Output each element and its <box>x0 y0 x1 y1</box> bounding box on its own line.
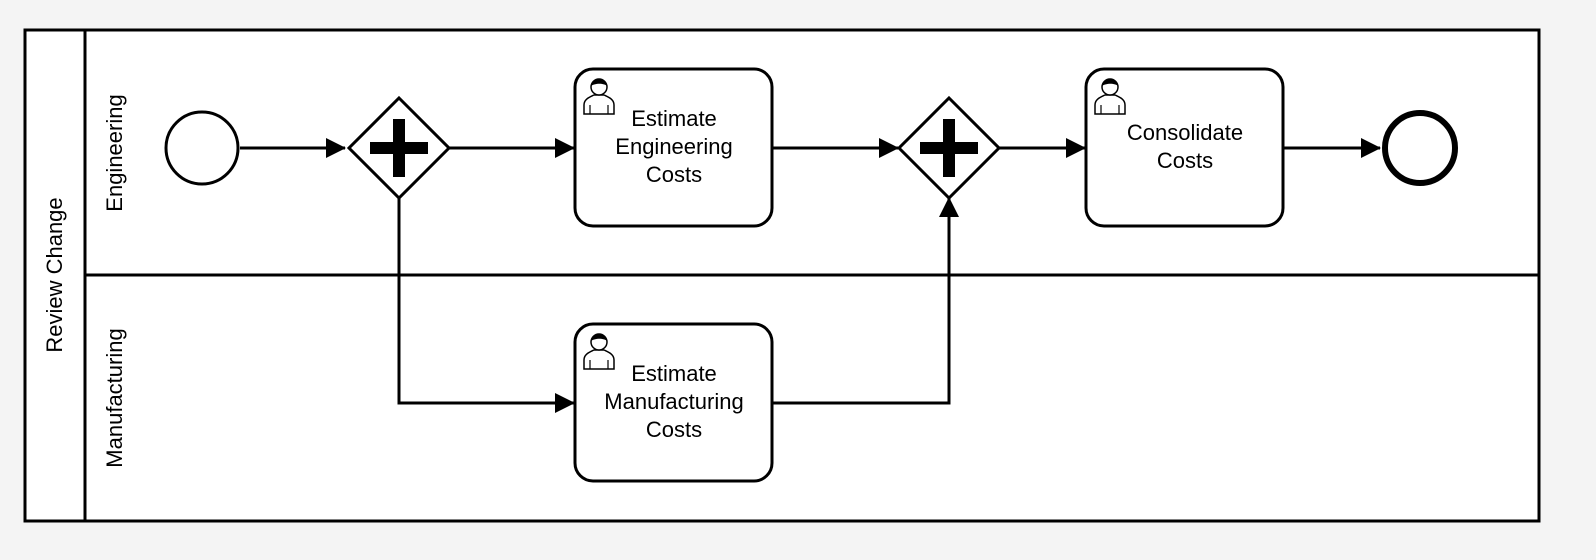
lane-label-manufacturing: Manufacturing <box>102 328 127 467</box>
plus-icon <box>920 119 978 177</box>
task-label-line: Estimate <box>631 361 717 386</box>
task-consolidate-costs[interactable]: Consolidate Costs <box>1084 67 1285 228</box>
task-estimate-manufacturing-costs[interactable]: Estimate Manufacturing Costs <box>573 322 774 483</box>
task-label-line: Manufacturing <box>604 389 743 414</box>
task-label-line: Consolidate <box>1127 120 1243 145</box>
task-label-line: Costs <box>1157 148 1213 173</box>
parallel-gateway-split[interactable] <box>346 95 452 201</box>
task-label-line: Engineering <box>615 134 732 159</box>
plus-icon <box>370 119 428 177</box>
lane-label-engineering: Engineering <box>102 94 127 211</box>
task-label-line: Costs <box>646 162 702 187</box>
task-label-line: Estimate <box>631 106 717 131</box>
lane-engineering[interactable]: Engineering <box>85 94 1539 277</box>
end-event[interactable] <box>1382 110 1458 186</box>
parallel-gateway-join[interactable] <box>896 95 1002 201</box>
lane-manufacturing[interactable]: Manufacturing <box>102 328 127 467</box>
pool-label: Review Change <box>42 197 67 352</box>
task-estimate-engineering-costs[interactable]: Estimate Engineering Costs <box>573 67 774 228</box>
task-label-line: Costs <box>646 417 702 442</box>
start-event[interactable] <box>164 110 240 186</box>
flow-split-to-estimate-manufacturing[interactable] <box>397 197 575 413</box>
sequence-flows <box>240 138 1381 413</box>
flow-estimate-manufacturing-to-join[interactable] <box>772 197 959 405</box>
